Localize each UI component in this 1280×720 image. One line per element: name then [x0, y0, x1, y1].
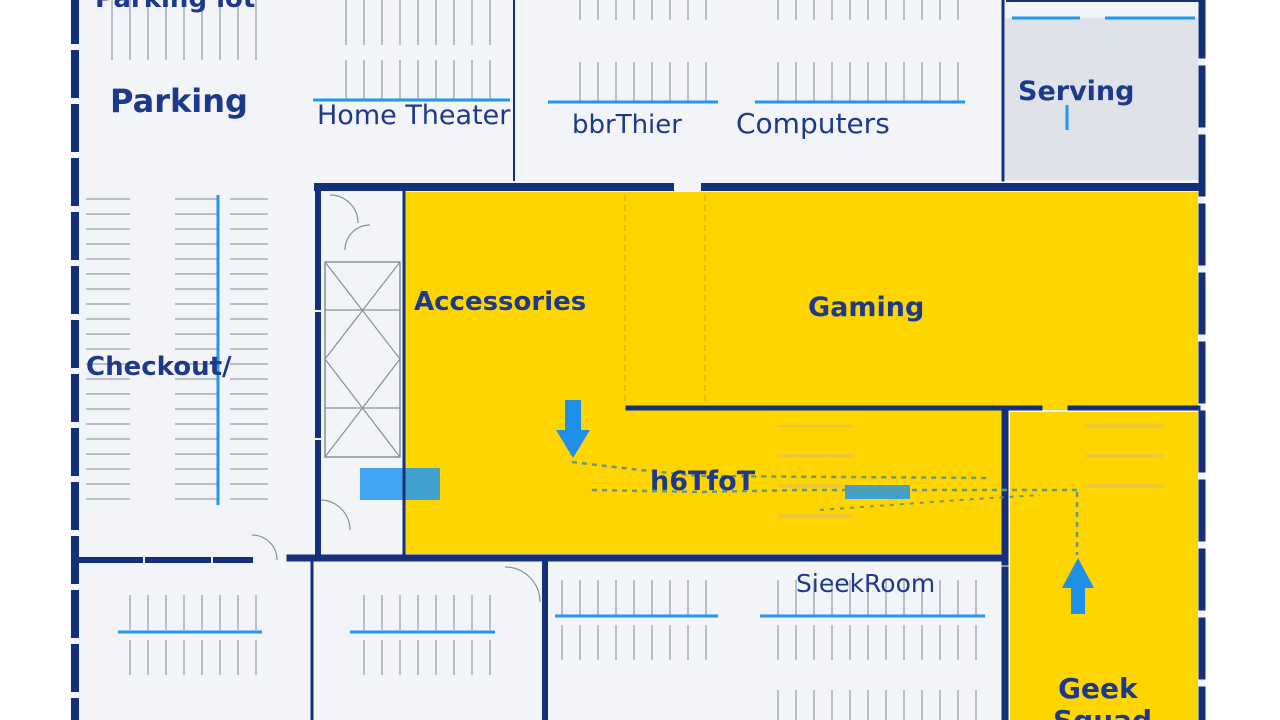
accessories-label: Accessories — [414, 287, 586, 317]
parking-shelving — [330, 60, 505, 100]
parking-shelving — [330, 0, 505, 45]
accessories-zone — [404, 192, 625, 554]
bottom-shelving — [350, 640, 495, 675]
arrow-up-icon — [1062, 558, 1094, 614]
checkout-label: Checkout/ — [86, 352, 232, 382]
blue-fixtures — [118, 16, 1195, 634]
bottom-shelving — [115, 640, 265, 675]
top-shelving — [565, 0, 720, 20]
computers-label: Computers — [736, 107, 890, 140]
walking-path — [571, 460, 991, 480]
stairwell-cross — [324, 261, 401, 458]
door-swing — [319, 499, 351, 531]
bottom-shelving — [770, 690, 985, 720]
other-label: bbrThier — [572, 110, 682, 140]
top-shelving — [775, 62, 965, 102]
hotspot-shelving — [778, 425, 853, 525]
door-swing — [504, 566, 541, 603]
top-shelving — [565, 62, 720, 102]
door-swing — [251, 534, 278, 561]
geek-squad-shelving — [1085, 418, 1163, 496]
walking-path — [591, 488, 1078, 494]
checkout-shelving — [230, 195, 268, 505]
home-theater-label: Home Theater — [317, 100, 511, 131]
door-swing — [344, 224, 371, 251]
gaming-zone — [625, 192, 1198, 410]
geek-squad-label-1: Geek — [1058, 672, 1139, 705]
door-swing — [329, 194, 359, 224]
checkout-shelving — [175, 195, 219, 505]
bottom-shelving — [350, 595, 495, 630]
parking-shelving — [95, 0, 270, 60]
parking-label: Parking — [110, 82, 248, 120]
serving-label: Serving — [1018, 76, 1134, 107]
bottom-shelving — [115, 595, 265, 630]
top-shelving — [775, 0, 965, 20]
walking-path — [819, 494, 1041, 511]
gaming-label: Gaming — [808, 292, 924, 323]
serving-room — [1005, 18, 1198, 180]
arrow-down-icon — [556, 400, 590, 458]
sleek-room-label: SieekRoom — [796, 569, 935, 598]
hotspot-label: h6TfoT — [650, 466, 756, 497]
walls — [71, 0, 1206, 720]
bottom-shelving — [770, 580, 985, 615]
geek-squad-label-2: Squad — [1053, 704, 1152, 720]
checkout-shelving — [86, 195, 130, 505]
blue-counter — [360, 468, 440, 500]
top-cut-label: Parking lot — [95, 0, 255, 14]
bottom-shelving — [770, 625, 985, 660]
bottom-shelving — [560, 625, 715, 660]
blue-counter — [845, 485, 910, 499]
bottom-shelving — [560, 580, 715, 615]
